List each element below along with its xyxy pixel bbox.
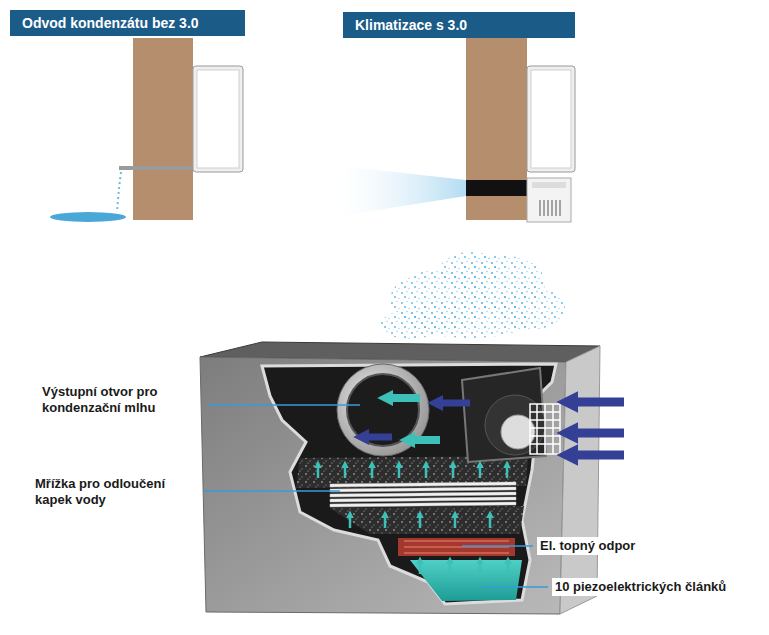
- vapour-arrows: [489, 516, 492, 528]
- vapour-arrows: [317, 466, 320, 478]
- mist-cloud: [380, 311, 440, 339]
- mist-outflow-arrows: [412, 436, 440, 444]
- evaporator-device: [540, 200, 560, 216]
- vapour-arrows: [419, 562, 422, 574]
- housing: [200, 357, 566, 614]
- vapour-arrows: [419, 516, 422, 528]
- mist-spray: [340, 166, 466, 216]
- mist-cloud: [440, 252, 500, 288]
- wall-right: [466, 38, 527, 220]
- wall-right: [466, 38, 527, 220]
- leader-lines: [204, 405, 548, 587]
- callout-label: Výstupní otvor pro kondenzační mlhu: [42, 384, 207, 416]
- ac-unit-left: [193, 66, 243, 172]
- internal-air-arrows: [366, 434, 392, 441]
- header-banner: Klimatizace s 3.0: [343, 12, 575, 38]
- leader-lines: [204, 490, 340, 492]
- air-inflow-arrows: [574, 398, 624, 407]
- fan: [462, 368, 546, 462]
- droplet-separator-grid: [330, 497, 516, 502]
- heating-resistor: [398, 538, 515, 556]
- vapour-arrows: [506, 466, 509, 478]
- ac-unit-left: [193, 66, 243, 172]
- housing-interior: [262, 364, 556, 604]
- leader-lines: [462, 545, 533, 547]
- header-banner: Odvod kondenzátu bez 3.0: [10, 10, 245, 36]
- callout-label: El. topný odpor: [537, 537, 638, 555]
- housing-interior: [262, 364, 556, 604]
- housing: [560, 346, 600, 614]
- mist-spray: [340, 166, 466, 216]
- callout-label: Mřížka pro odloučení kapek vody: [35, 476, 205, 508]
- ac-unit-right: [527, 66, 575, 172]
- inlet-grille: [530, 404, 560, 454]
- outlet-opening: [347, 374, 419, 446]
- banner-title: Klimatizace s 3.0: [355, 16, 563, 34]
- mist-outflow-arrows: [390, 398, 440, 440]
- evaporator-device: [527, 178, 571, 222]
- leader-lines: [482, 586, 548, 588]
- inlet-grille: [530, 404, 560, 454]
- filter-felt: [296, 456, 528, 534]
- heating-resistor: [404, 541, 509, 553]
- internal-air-arrows: [366, 403, 470, 437]
- mist-pipe: [466, 180, 528, 196]
- vapour-arrows: [425, 466, 428, 478]
- vapour-arrows: [452, 466, 455, 478]
- vapour-arrows: [454, 516, 457, 528]
- filter-felt: [330, 506, 524, 534]
- inlet-grille: [530, 404, 560, 454]
- internal-air-arrows: [440, 400, 470, 407]
- ac-unit-right: [527, 66, 575, 172]
- vapour-arrows: [398, 466, 401, 478]
- piezo-water: [410, 560, 522, 601]
- air-inflow-arrows: [574, 402, 624, 455]
- vapour-arrows: [507, 562, 510, 574]
- housing: [200, 342, 600, 614]
- vapour-arrows: [349, 516, 352, 528]
- droplet-separator-grid: [330, 492, 516, 497]
- mist-cloud: [380, 252, 565, 339]
- vapour-arrows: [384, 516, 387, 528]
- mist-pipe: [466, 180, 528, 196]
- leader-lines: [208, 404, 360, 406]
- mist-cloud: [495, 286, 565, 330]
- ac-unit-left: [197, 70, 239, 168]
- water-puddle: [50, 212, 126, 222]
- droplet-separator-grid: [330, 502, 516, 507]
- evaporator-device: [527, 178, 571, 222]
- vapour-arrows: [479, 466, 482, 478]
- vapour-arrows: [479, 562, 482, 574]
- air-inflow-arrows: [574, 451, 624, 460]
- piezo-water: [410, 560, 522, 601]
- drain-pipe: [117, 172, 121, 212]
- mist-outflow-arrows: [390, 394, 420, 402]
- drain-pipe: [119, 166, 193, 170]
- drain-pipe: [117, 166, 193, 212]
- callout-label: 10 piezoelektrických článků: [552, 578, 729, 596]
- banner-title: Odvod kondenzátu bez 3.0: [22, 14, 233, 32]
- heating-resistor: [398, 538, 515, 556]
- air-inflow-arrows: [574, 429, 624, 438]
- vapour-arrows: [318, 466, 508, 574]
- wall-left: [133, 38, 193, 220]
- ac-unit-right: [531, 70, 571, 168]
- droplet-separator-grid: [330, 482, 516, 487]
- vapour-arrows: [344, 466, 347, 478]
- droplet-separator-grid: [330, 487, 516, 492]
- fan: [462, 368, 546, 462]
- droplet-separator-grid: [330, 482, 516, 507]
- water-puddle: [50, 212, 126, 222]
- vapour-arrows: [449, 562, 452, 574]
- evaporator-device: [532, 182, 566, 188]
- wall-left: [133, 38, 193, 220]
- vapour-arrows: [371, 466, 374, 478]
